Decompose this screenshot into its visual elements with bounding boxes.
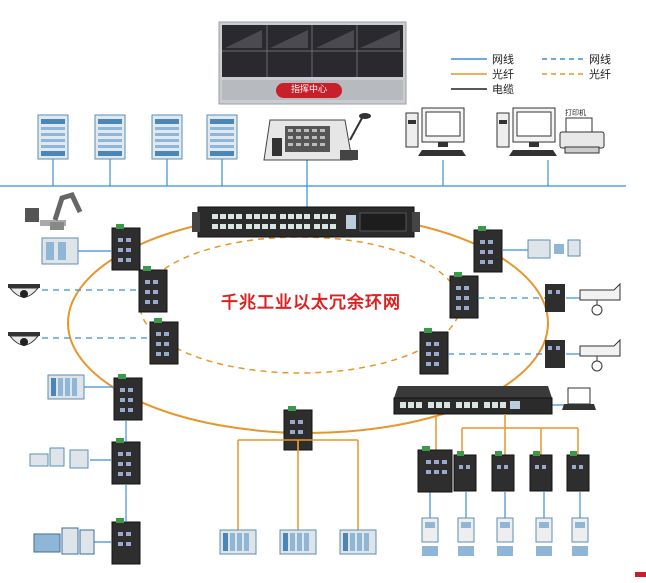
robot-arm-icon <box>25 191 83 230</box>
corner-marker <box>635 572 646 577</box>
workstation-icon-2 <box>496 107 557 156</box>
ring-switch-9 <box>449 272 479 319</box>
dome-camera-icon-1 <box>8 284 40 298</box>
plc-icon <box>41 237 79 265</box>
bottom-io-racks <box>219 529 377 555</box>
ring-switch-8 <box>473 226 503 273</box>
diagram-title: 千兆工业以太冗余环网 <box>221 293 401 313</box>
ring-switch-10 <box>419 328 449 375</box>
aggregation-rack-switch <box>393 386 553 415</box>
dome-camera-icon-2 <box>8 332 40 346</box>
server-icon-3 <box>151 114 183 160</box>
ring-switch-7 <box>283 406 313 451</box>
workstation-icon-1 <box>405 107 466 156</box>
laptop-icon <box>562 387 596 410</box>
server-icons <box>37 114 238 160</box>
ring-switch-4 <box>113 374 143 421</box>
video-wall <box>218 21 407 105</box>
server-icon-2 <box>94 114 126 160</box>
legend-fiber-dashed-label: 光纤 <box>589 68 611 81</box>
right-sensor-icon <box>527 239 581 259</box>
printer-label: 打印机 <box>565 109 586 117</box>
ring-switch-1 <box>111 224 141 271</box>
legend-ethernet-solid-label: 网线 <box>492 53 514 66</box>
bullet-camera-icon-2 <box>579 338 621 372</box>
right-fiber-tree <box>435 414 579 455</box>
ring-switches <box>111 224 503 565</box>
right-ethernet-drops <box>429 492 581 518</box>
core-rack-switch <box>192 206 420 238</box>
field-terminals <box>421 517 589 556</box>
bottom-fiber-drops <box>237 439 359 530</box>
ring-switch-6 <box>111 518 141 565</box>
legend <box>451 58 584 90</box>
ethernet-backbone <box>0 158 626 210</box>
camera-switch-1 <box>545 284 565 312</box>
command-center-badge: 指挥中心 <box>276 83 342 98</box>
right-connections <box>448 249 580 406</box>
server-icon-4 <box>206 114 238 160</box>
right-edge-switches <box>417 446 590 493</box>
control-console-icon <box>263 113 371 161</box>
camera-switch-2 <box>545 340 565 368</box>
io-module-icon <box>47 374 85 400</box>
left-connections <box>42 250 150 543</box>
ring-switch-3 <box>149 318 179 365</box>
motor-drive-icon <box>33 527 95 555</box>
legend-cable-solid-label: 电缆 <box>492 83 514 96</box>
legend-fiber-solid-label: 光纤 <box>492 68 514 81</box>
bullet-camera-icon-1 <box>579 282 621 316</box>
ring-switch-5 <box>111 438 141 485</box>
printer-icon <box>559 117 605 154</box>
meter-devices-icon <box>29 447 89 469</box>
server-icon-1 <box>37 114 69 160</box>
legend-ethernet-dashed-label: 网线 <box>589 53 611 66</box>
ring-switch-2 <box>138 266 168 313</box>
